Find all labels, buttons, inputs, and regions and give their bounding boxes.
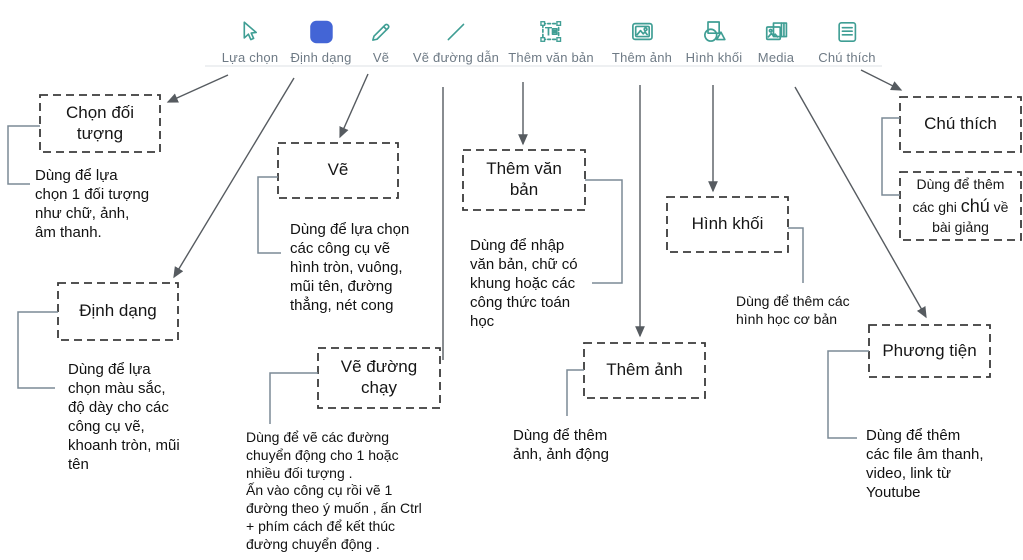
bracket-add-image xyxy=(566,369,584,416)
desc-media: Dùng để thêm các file âm thanh, video, l… xyxy=(866,427,984,502)
pencil-icon xyxy=(368,16,394,47)
bracket-motion-path xyxy=(269,372,318,424)
desc-motion-path: Dùng để vẽ các đường chuyển động cho 1 h… xyxy=(246,429,422,552)
note-desc-part1: Dùng để thêm các ghi xyxy=(912,175,1005,215)
desc-add-text: Dùng để nhập văn bản, chữ có khung hoặc … xyxy=(470,237,578,331)
desc-format: Dùng để lựa chọn màu sắc, độ dày cho các… xyxy=(68,361,180,474)
tool-format[interactable]: Định dạng xyxy=(290,16,351,65)
desc-draw: Dùng để lựa chọn các công cụ vẽ hình trò… xyxy=(290,221,410,315)
arrow-select xyxy=(166,74,229,103)
cursor-icon xyxy=(237,16,263,47)
tool-select[interactable]: Lựa chọn xyxy=(222,16,279,65)
line-icon xyxy=(443,16,469,47)
tool-media[interactable]: Media xyxy=(758,16,794,65)
shapes-icon xyxy=(699,16,728,47)
tool-label: Vẽ đường dẫn xyxy=(412,50,500,65)
tool-label: Vẽ xyxy=(372,50,390,65)
media-icon xyxy=(762,16,789,47)
callout-format: Định dạng xyxy=(79,301,157,321)
bracket-shapes xyxy=(788,227,804,283)
tool-label: Thêm văn bản xyxy=(508,50,594,65)
tool-label: Lựa chọn xyxy=(221,50,279,65)
tool-label: Media xyxy=(757,50,795,65)
callout-select-object: Chọn đối tượng xyxy=(65,102,135,143)
callout-draw: Vẽ xyxy=(327,160,349,180)
tool-draw[interactable]: Vẽ xyxy=(368,16,394,65)
text-box-icon: T xyxy=(537,16,564,47)
tool-label: Thêm ảnh xyxy=(611,50,673,65)
callout-note: Chú thích xyxy=(924,114,997,134)
format-square-icon xyxy=(306,16,336,47)
note-icon xyxy=(834,16,860,47)
arrow-draw xyxy=(339,73,369,139)
arrow-note xyxy=(860,69,903,91)
arrow-format xyxy=(173,77,295,279)
callout-media: Phương tiện xyxy=(882,340,977,360)
note-desc-highlight: chú xyxy=(960,195,990,216)
callout-motion-path: Vẽ đường chạy xyxy=(340,357,418,397)
tool-label: Định dạng xyxy=(290,50,352,65)
callout-add-image: Thêm ảnh xyxy=(606,360,683,380)
bracket-note xyxy=(881,117,900,196)
callout-note-desc: Dùng để thêm các ghi chú về bài giảng xyxy=(900,172,1021,240)
tool-label: Chú thích xyxy=(818,50,876,65)
image-icon xyxy=(628,16,655,47)
bracket-format xyxy=(17,311,58,389)
svg-text:T: T xyxy=(545,24,553,38)
bracket-media xyxy=(827,350,869,439)
desc-add-image: Dùng để thêm ảnh, ảnh động xyxy=(513,427,609,464)
tool-note[interactable]: Chú thích xyxy=(818,16,876,65)
callout-add-text: Thêm văn bản xyxy=(486,159,562,199)
tool-shapes[interactable]: Hình khối xyxy=(686,16,743,65)
tool-motion-path[interactable]: Vẽ đường dẫn xyxy=(413,16,499,65)
desc-shapes: Dùng để thêm các hình học cơ bản xyxy=(736,293,850,327)
note-desc-part2: về bài giảng xyxy=(932,198,1009,236)
tool-add-image[interactable]: Thêm ảnh xyxy=(612,16,672,65)
tool-add-text[interactable]: T Thêm văn bản xyxy=(508,16,594,65)
callout-shapes: Hình khối xyxy=(691,214,764,234)
desc-select-object: Dùng để lựa chọn 1 đối tượng như chữ, ản… xyxy=(35,167,150,242)
tool-label: Hình khối xyxy=(685,50,743,65)
